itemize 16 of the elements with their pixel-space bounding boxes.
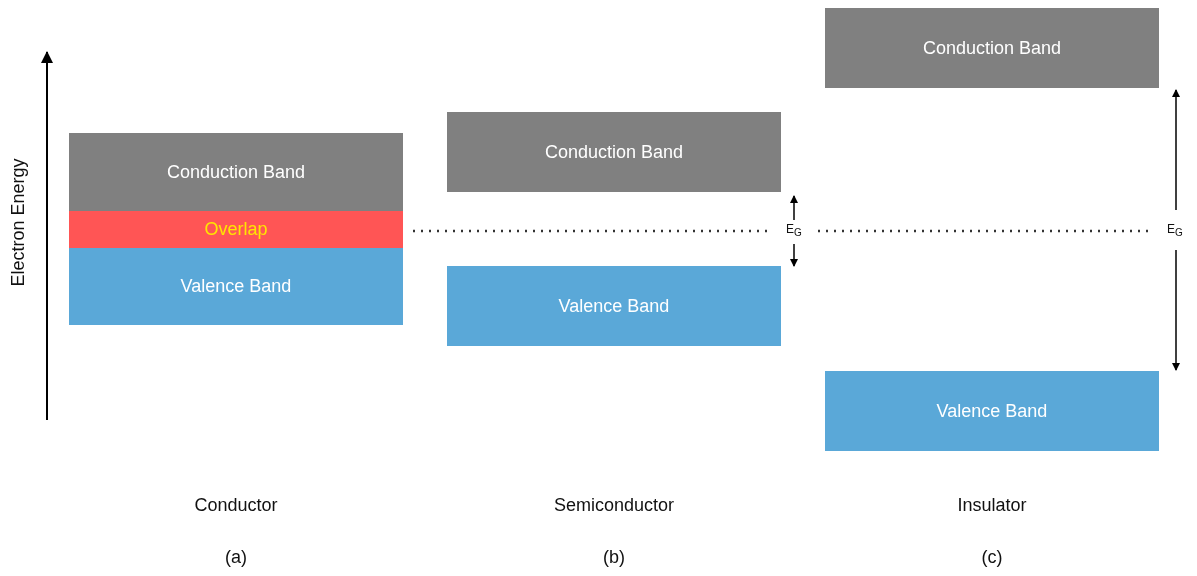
gap-label: E$_{G}$: [1167, 222, 1183, 239]
band-box: Conduction Band: [447, 112, 781, 192]
band-box: Conduction Band: [69, 133, 403, 211]
gap-label: E$_{G}$: [786, 222, 802, 239]
band-box: Valence Band: [69, 248, 403, 325]
material-label: Semiconductor: [554, 494, 675, 516]
panel-label: (c): [981, 546, 1003, 568]
material-label: Insulator: [957, 494, 1027, 516]
material-label: Conductor: [194, 494, 278, 516]
panel-label: (a): [225, 546, 247, 568]
axis-label: Electron Energy: [7, 157, 29, 287]
band-box: Conduction Band: [825, 8, 1159, 88]
panel-label: (b): [603, 546, 625, 568]
band-box: Valence Band: [447, 266, 781, 346]
band-box: Valence Band: [825, 371, 1159, 451]
band-box: Overlap: [69, 211, 403, 248]
